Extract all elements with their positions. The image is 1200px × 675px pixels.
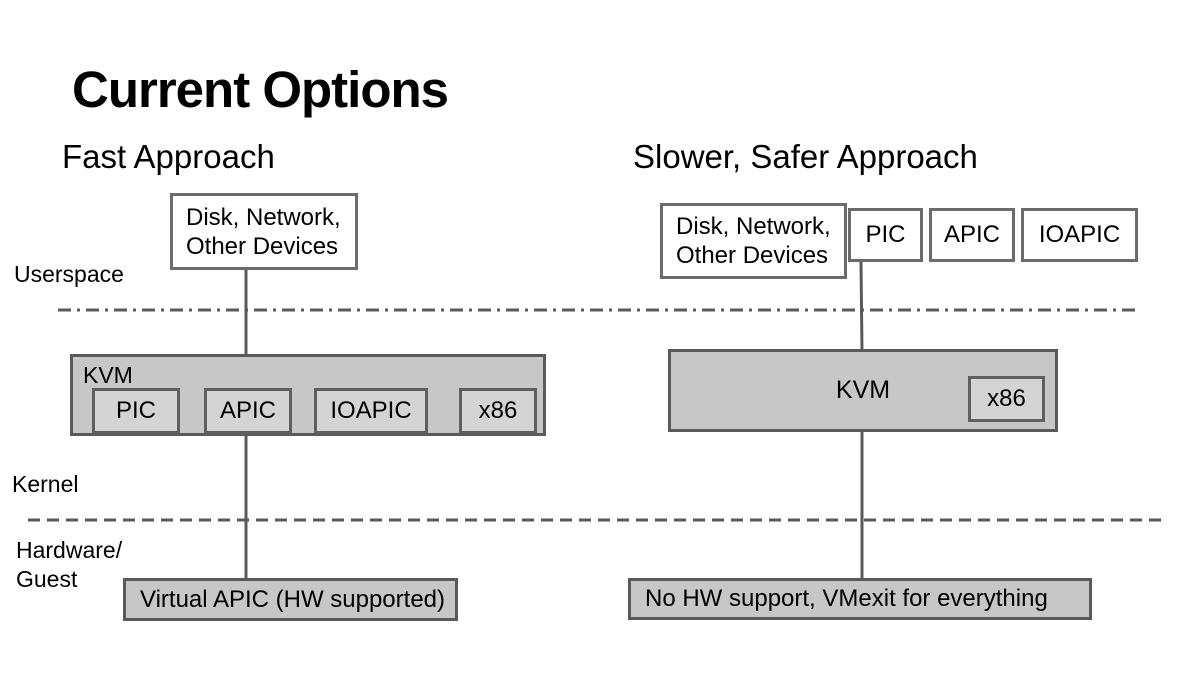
fast-devices-line1: Disk, Network,: [186, 203, 341, 231]
fast-kvm-apic-box: APIC: [204, 388, 292, 434]
slow-devices-line2: Other Devices: [676, 242, 829, 269]
fast-kvm-label: KVM: [83, 362, 133, 388]
slow-devices-line1: Disk, Network,: [676, 213, 831, 240]
slow-kvm-label: KVM: [835, 376, 891, 404]
fast-hardware-box: Virtual APIC (HW supported): [123, 578, 458, 621]
fast-kvm-box: KVM PIC APIC IOAPIC x86: [70, 354, 546, 436]
fast-devices-line2: Other Devices: [186, 232, 339, 260]
fast-approach-heading: Fast Approach: [62, 138, 275, 175]
hardware-guest-label: Hardware/ Guest: [16, 537, 123, 592]
fast-kvm-pic-box: PIC: [92, 388, 180, 434]
fast-devices-box: Disk, Network, Other Devices: [170, 193, 358, 270]
slow-userspace-apic-box: APIC: [929, 208, 1015, 262]
slow-kvm-box: KVM x86: [668, 349, 1058, 432]
connector-slow-pic-to-kvm: [859, 261, 864, 353]
slow-userspace-pic-box: PIC: [848, 208, 923, 262]
fast-kvm-ioapic-box: IOAPIC: [314, 388, 428, 434]
slow-userspace-ioapic-box: IOAPIC: [1021, 208, 1138, 262]
slow-hardware-box: No HW support, VMexit for everything: [628, 578, 1092, 620]
slow-kvm-x86-box: x86: [968, 376, 1045, 422]
fast-kvm-x86-box: x86: [459, 388, 537, 434]
userspace-label: Userspace: [14, 261, 124, 287]
slow-devices-box: Disk, Network, Other Devices: [660, 203, 847, 279]
slide-title: Current Options: [72, 61, 449, 118]
kernel-label: Kernel: [12, 471, 79, 497]
slower-safer-approach-heading: Slower, Safer Approach: [633, 138, 978, 175]
